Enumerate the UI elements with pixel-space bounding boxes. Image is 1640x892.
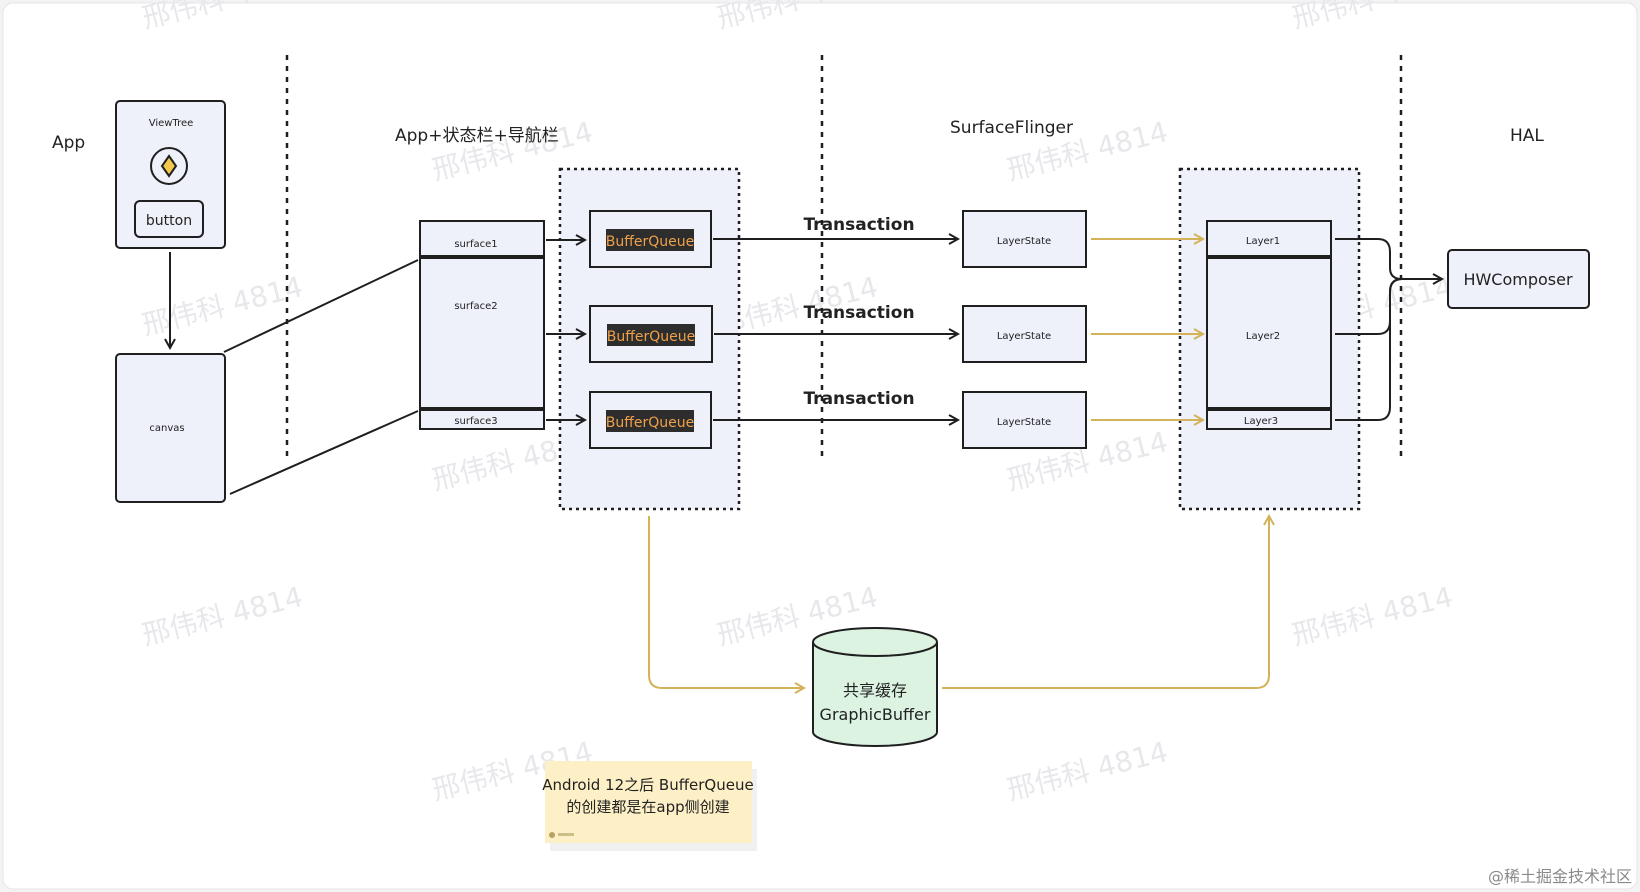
layer-merge-connector — [1335, 238, 1442, 421]
shared-buffer-subtitle: GraphicBuffer — [820, 705, 931, 724]
layerstate-box[interactable]: LayerState — [962, 305, 1087, 363]
surface-label: surface3 — [454, 416, 497, 427]
viewtree-title: ViewTree — [149, 118, 194, 129]
shared-buffer-title: 共享缓存 — [843, 681, 907, 700]
note-line-2: 的创建都是在app侧创建 — [566, 798, 729, 816]
arrow-shared-buffer-to-layers — [942, 516, 1269, 689]
sticky-note: Android 12之后 BufferQueue 的创建都是在app侧创建 — [542, 761, 757, 851]
viewtree-box[interactable]: ViewTree button — [115, 100, 226, 249]
canvas-label: canvas — [149, 423, 184, 434]
section-label-hal: HAL — [1510, 126, 1544, 146]
layerstate-box[interactable]: LayerState — [962, 391, 1087, 449]
layer-label: Layer3 — [1244, 416, 1278, 427]
transaction-label: Transaction — [803, 215, 914, 235]
diamond-icon — [160, 154, 178, 178]
hwcomposer-box[interactable]: HWComposer — [1447, 249, 1590, 309]
section-label-surfaceflinger: SurfaceFlinger — [950, 118, 1073, 138]
arrow-bq-to-shared-buffer — [648, 516, 804, 688]
layerstate-label: LayerState — [997, 236, 1051, 247]
transaction-label: Transaction — [803, 303, 914, 323]
bufferqueue-label: BufferQueue — [607, 329, 695, 345]
layer-label: Layer2 — [1246, 331, 1280, 342]
section-label-app: App — [52, 133, 85, 153]
bufferqueue-box[interactable]: BufferQueue — [589, 391, 712, 449]
layer-stack: Layer1 Layer2 Layer3 — [1206, 220, 1332, 430]
bufferqueue-box[interactable]: BufferQueue — [589, 305, 713, 363]
hwcomposer-label: HWComposer — [1463, 270, 1573, 289]
site-credit: @稀土掘金技术社区 — [1488, 867, 1632, 886]
surface-label: surface1 — [454, 239, 497, 250]
button-widget-label: button — [146, 213, 192, 229]
widget-icon — [150, 147, 188, 185]
layer-label: Layer1 — [1246, 236, 1280, 247]
section-label-app-bars: App+状态栏+导航栏 — [395, 126, 559, 146]
bufferqueue-label: BufferQueue — [606, 415, 694, 431]
layerstate-label: LayerState — [997, 331, 1051, 342]
layerstate-label: LayerState — [997, 417, 1051, 428]
connector-canvas-surface-bottom — [229, 410, 419, 495]
surface-label: surface2 — [454, 301, 497, 312]
shared-buffer-cylinder[interactable]: 共享缓存 GraphicBuffer — [812, 627, 938, 747]
note-author-tag — [558, 833, 574, 836]
button-widget[interactable] — [134, 200, 204, 238]
note-line-1: Android 12之后 BufferQueue — [542, 776, 753, 794]
layerstate-box[interactable]: LayerState — [962, 210, 1087, 268]
section-separators — [285, 55, 1403, 458]
transaction-label: Transaction — [803, 389, 914, 409]
connector-canvas-surface-top — [223, 259, 419, 353]
note-author-avatar — [549, 832, 555, 838]
canvas-box[interactable]: canvas — [115, 353, 226, 503]
bufferqueue-box[interactable]: BufferQueue — [589, 210, 712, 268]
surface-stack: surface1 surface2 surface3 — [419, 220, 545, 430]
bufferqueue-label: BufferQueue — [606, 234, 694, 250]
